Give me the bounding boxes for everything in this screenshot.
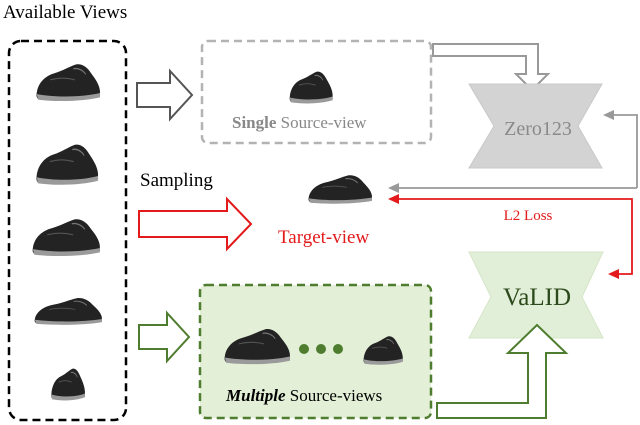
arrowhead-target-gray [388, 183, 399, 193]
ellipsis-dot-3 [333, 344, 343, 354]
target-view-shoe [307, 174, 373, 205]
available-view-shoe-5 [50, 368, 86, 402]
single-source-shoe [289, 71, 334, 105]
arrow-into-zero123-right [612, 114, 638, 188]
arrowhead-valid-red [608, 269, 619, 279]
loss-label: L2 Loss [504, 208, 553, 224]
arrow-multiple-to-valid [436, 323, 569, 419]
arrowhead-zero123-right [603, 110, 614, 120]
ellipsis-dot-1 [299, 344, 309, 354]
arrow-to-single-source [136, 68, 194, 122]
single-source-label: Single Source-view [232, 113, 367, 132]
single-source-box [200, 39, 433, 145]
arrow-single-to-zero123 [432, 43, 551, 92]
available-views-title: Available Views [3, 2, 127, 23]
available-views-box [7, 39, 128, 422]
ellipsis-dot-2 [316, 344, 326, 354]
valid-block [468, 251, 604, 339]
multiple-source-label: Multiple Source-views [225, 386, 382, 405]
available-view-shoe-4 [34, 297, 103, 326]
multiple-source-box [198, 283, 433, 420]
available-view-shoe-2 [35, 143, 99, 186]
zero123-block [468, 83, 603, 169]
available-view-shoe-1 [35, 63, 101, 102]
arrow-sampling [138, 196, 253, 252]
available-view-shoe-3 [31, 218, 101, 257]
valid-label: VaLID [503, 284, 571, 311]
red-loss-line [398, 198, 633, 275]
sampling-label: Sampling [140, 170, 213, 191]
arrowhead-target-red [388, 194, 399, 204]
zero123-label: Zero123 [504, 118, 572, 140]
arrow-to-multiple-source [138, 310, 191, 364]
target-view-label: Target-view [278, 227, 369, 248]
